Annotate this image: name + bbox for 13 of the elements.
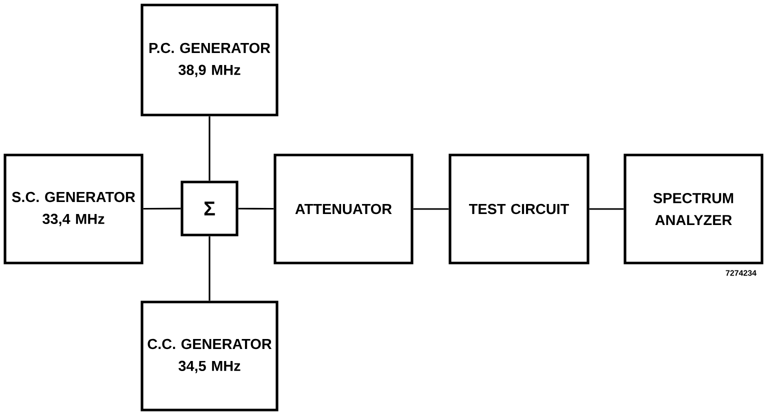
connector-line (413, 208, 449, 210)
attenuator-box: ATTENUATOR (274, 154, 414, 264)
connector-line (238, 208, 274, 210)
generator-box: P.C. GENERATOR 38,9 MHz (140, 4, 278, 116)
circuit-box: TEST CIRCUIT (448, 154, 590, 264)
summing-box: Σ (180, 180, 238, 236)
connector-line (589, 208, 624, 210)
analyzer-box: SPECTRUM ANALYZER (624, 154, 764, 264)
generator-box: S.C. GENERATOR 33,4 MHz (4, 154, 144, 264)
generator-box: C.C. GENERATOR 34,5 MHz (140, 300, 278, 412)
connector-line (208, 236, 210, 301)
connector-line (208, 116, 210, 181)
connector-line (143, 208, 181, 210)
